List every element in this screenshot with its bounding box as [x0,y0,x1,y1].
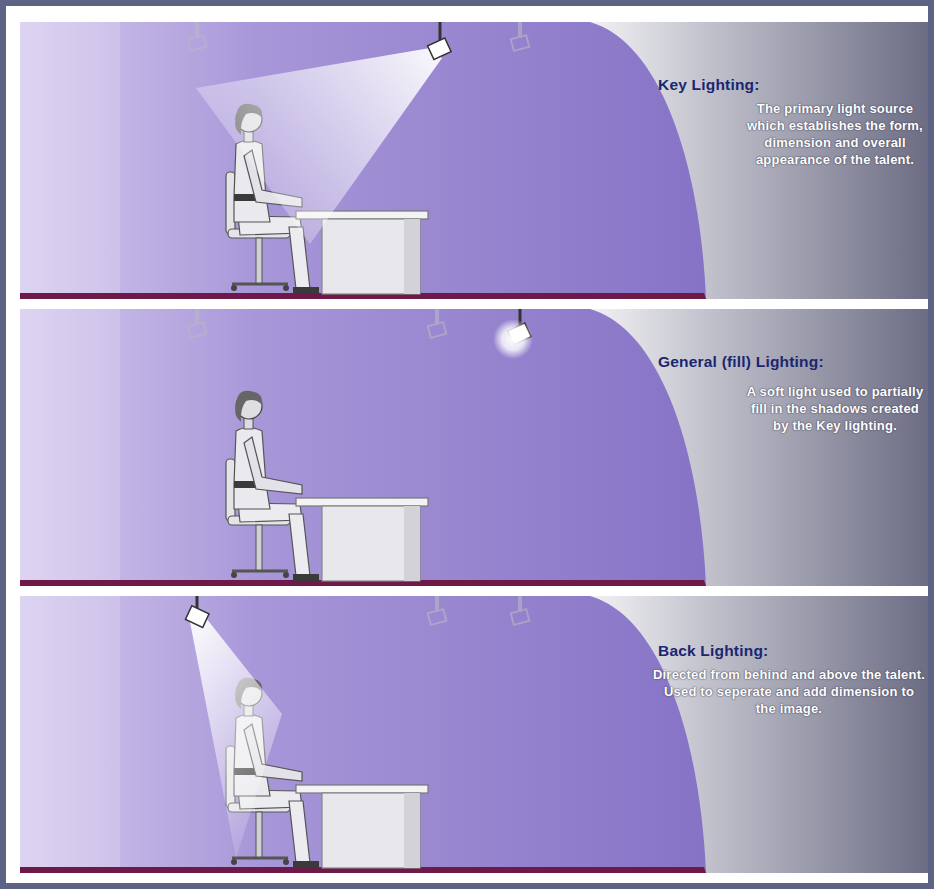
panel-body: A soft light used to partially fill in t… [745,383,925,434]
panel-heading: General (fill) Lighting: [658,353,824,371]
studio-set [20,596,928,873]
back-light [185,606,209,628]
ceiling-mount [511,22,530,51]
caption-band: General (fill) Lighting: A soft light use… [600,309,928,586]
studio-set [20,309,928,586]
panel-heading: Key Lighting: [658,76,760,94]
ceiling-mount [511,596,530,625]
ceiling-mount [428,309,447,338]
fill-light-scene [20,309,928,586]
back-light-scene [20,596,928,873]
ceiling-mount [188,22,207,51]
studio-set [20,22,928,299]
panel-body: The primary light source which establish… [745,100,925,168]
key-light [428,38,452,60]
panel-heading: Back Lighting: [658,642,768,660]
light-glow [493,319,533,359]
caption-band: Key Lighting: The primary light source wh… [600,22,928,299]
light-beam [196,48,442,244]
caption-band: Back Lighting: Directed from behind and a… [600,596,928,873]
ceiling-mount [188,309,207,338]
key-light-scene [20,22,928,299]
ceiling-mount [428,596,447,625]
panel-body: Directed from behind and above the talen… [652,666,926,717]
talent-figure [226,391,428,581]
light-beam [190,618,282,858]
frame [3,3,931,886]
